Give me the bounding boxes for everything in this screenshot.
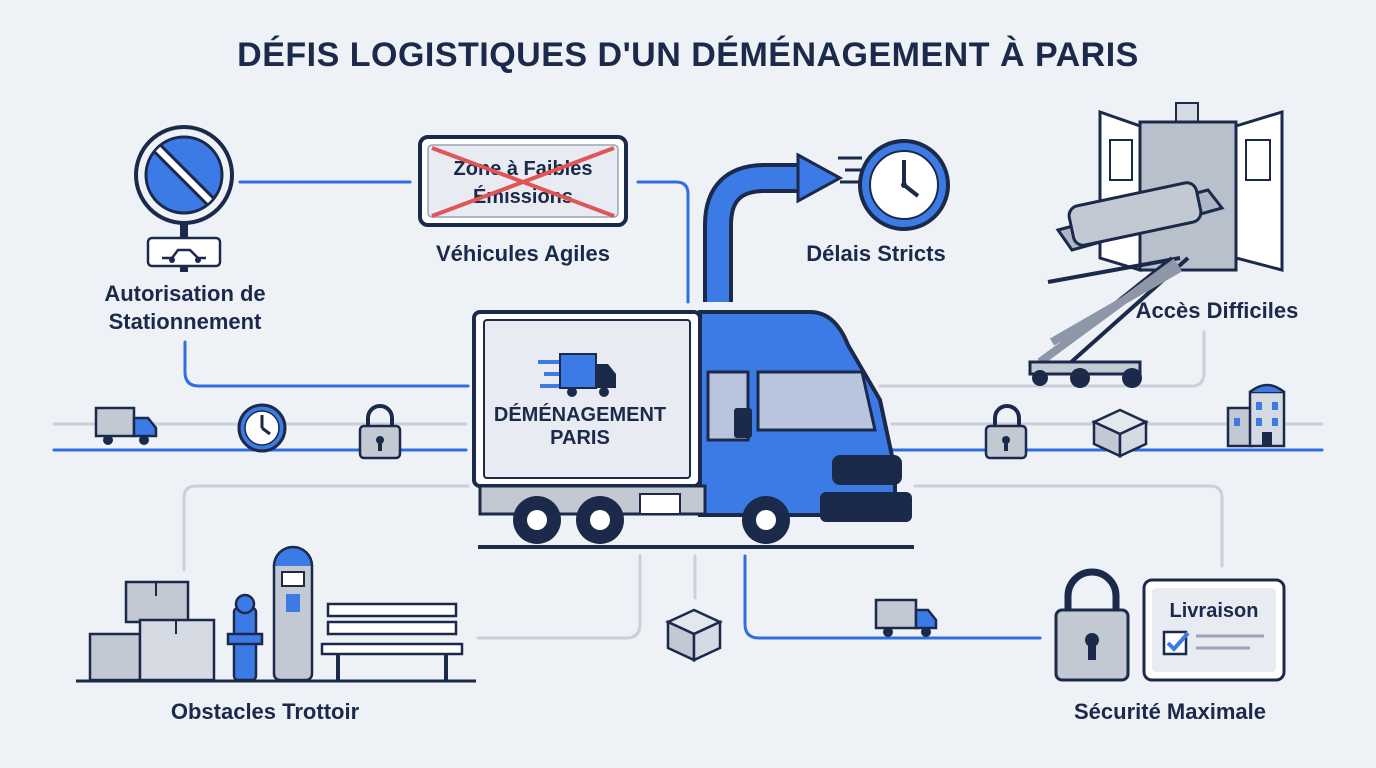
box-icon-right — [1091, 408, 1149, 458]
connector-truck-security — [743, 554, 1042, 640]
label-sidewalk-obstacles: Obstacles Trottoir — [170, 699, 360, 724]
furniture-lift-icon — [1028, 102, 1284, 388]
truck-logo-icon — [538, 353, 616, 397]
route-arrow-icon — [703, 152, 844, 302]
checkbox-icon — [1162, 630, 1188, 656]
page-title: DÉFIS LOGISTIQUES D'UN DÉMÉNAGEMENT À PA… — [237, 36, 1139, 74]
sidewalk-obstacles-icon — [76, 545, 476, 683]
big-padlock-icon — [1054, 568, 1130, 682]
connector-parking-truck — [183, 340, 470, 388]
low-emission-zone-sign: Zone à Faibles Émissions — [418, 135, 628, 227]
small-truck-icon-left — [94, 406, 158, 445]
connector-security-truck — [913, 484, 1224, 568]
label-difficult-access: Accès Difficiles — [1135, 298, 1299, 323]
checklist-title: Livraison — [1170, 600, 1259, 622]
fire-hydrant-icon — [226, 593, 264, 682]
truck-text-line1: DÉMÉNAGEMENT — [494, 403, 666, 426]
paris-building-icon — [1226, 383, 1286, 448]
truck-text-line2: PARIS — [550, 427, 610, 449]
no-parking-sign-icon — [134, 125, 234, 272]
label-parking: Autorisation de Stationnement — [104, 281, 266, 334]
small-truck-icon-bottom — [874, 598, 938, 637]
label-max-security: Sécurité Maximale — [1074, 699, 1266, 724]
box-icon-bottom — [665, 608, 723, 662]
connector-access-truck — [878, 330, 1206, 388]
deadline-clock-icon — [838, 139, 950, 231]
bench-icon — [320, 602, 464, 680]
moving-truck-icon: DÉMÉNAGEMENT PARIS — [472, 310, 914, 549]
connector-sidewalk-truck — [182, 484, 470, 572]
small-clock-icon — [237, 403, 287, 453]
padlock-icon-right — [984, 404, 1028, 460]
zone-sign-line1: Zone à Faibles — [454, 158, 593, 180]
parking-meter-icon — [272, 545, 314, 682]
connector-truck-sidewalk — [476, 554, 642, 640]
connector-zone-truck — [636, 180, 690, 304]
label-strict-deadlines: Délais Stricts — [806, 241, 946, 266]
label-agile-vehicles: Véhicules Agiles — [435, 241, 611, 266]
padlock-icon-left — [358, 404, 402, 460]
delivery-checklist: Livraison — [1142, 578, 1286, 682]
